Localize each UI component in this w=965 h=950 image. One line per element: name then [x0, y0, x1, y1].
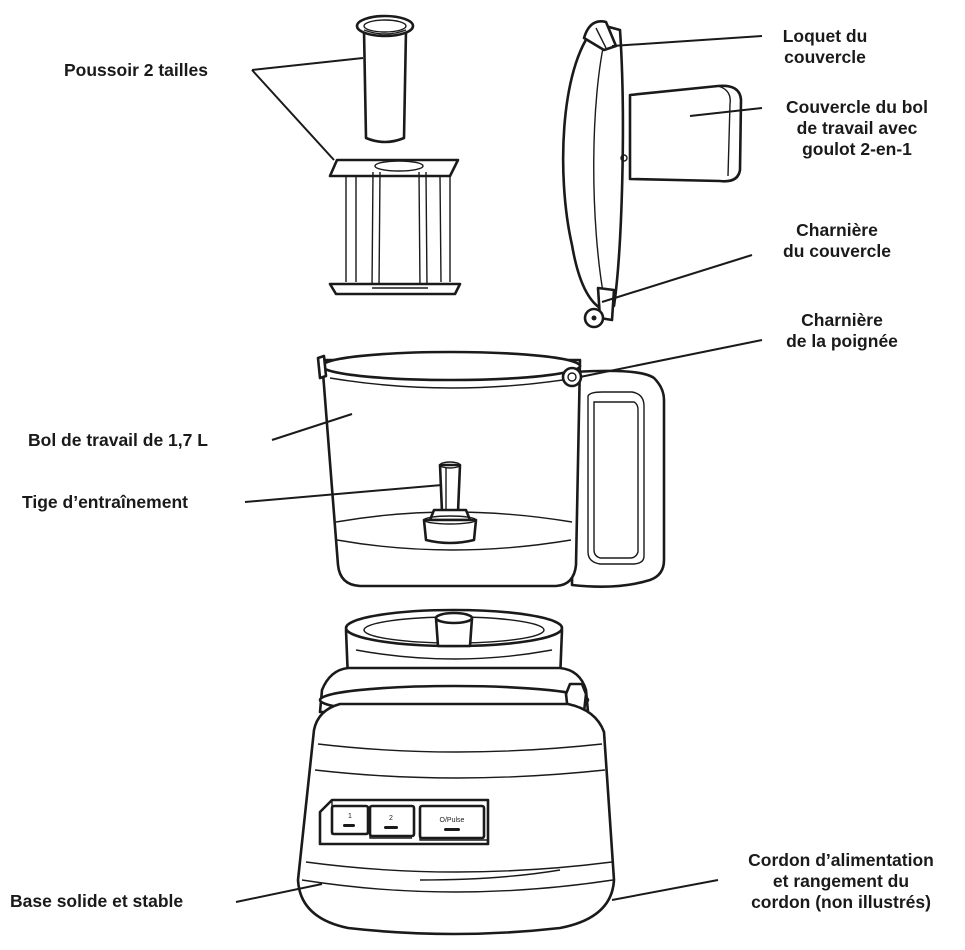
- small-pusher: [355, 14, 415, 144]
- leader-pusher-large: [251, 69, 335, 161]
- leader-lines: [235, 35, 763, 903]
- label-drive-shaft: Tige d’entraînement: [22, 492, 188, 512]
- button-1-label: 1: [348, 813, 352, 820]
- button-2-label: 2: [389, 815, 393, 822]
- leader-lid-hinge: [601, 254, 753, 303]
- leader-bowl: [271, 413, 353, 441]
- work-bowl: [316, 350, 666, 588]
- pusher-parts: [328, 14, 462, 296]
- label-pusher: Poussoir 2 tailles: [64, 60, 208, 80]
- button-pulse-label: O/Pulse: [440, 817, 465, 824]
- label-power-cord: Cordon d’alimentation et rangement du co…: [748, 850, 934, 912]
- leader-cord: [611, 879, 719, 901]
- label-lid-latch: Loquet du couvercle: [782, 26, 868, 67]
- leader-drive-shaft: [244, 484, 443, 503]
- leader-base: [235, 883, 323, 903]
- large-pusher: [328, 158, 462, 296]
- label-base: Base solide et stable: [10, 891, 184, 911]
- leader-lid: [689, 107, 763, 117]
- work-bowl-lid: [561, 20, 743, 329]
- label-lid-hinge: Charnière du couvercle: [783, 220, 891, 261]
- label-work-bowl-lid: Couvercle du bol de travail avec goulot …: [786, 97, 928, 159]
- leader-handle-hinge: [579, 339, 763, 378]
- label-handle-hinge: Charnière de la poignée: [786, 310, 898, 351]
- label-work-bowl: Bol de travail de 1,7 L: [28, 430, 208, 450]
- leader-lid-latch: [611, 35, 763, 47]
- motor-base: 1 2 O/Pulse: [296, 608, 616, 936]
- leader-pusher-small: [251, 57, 364, 71]
